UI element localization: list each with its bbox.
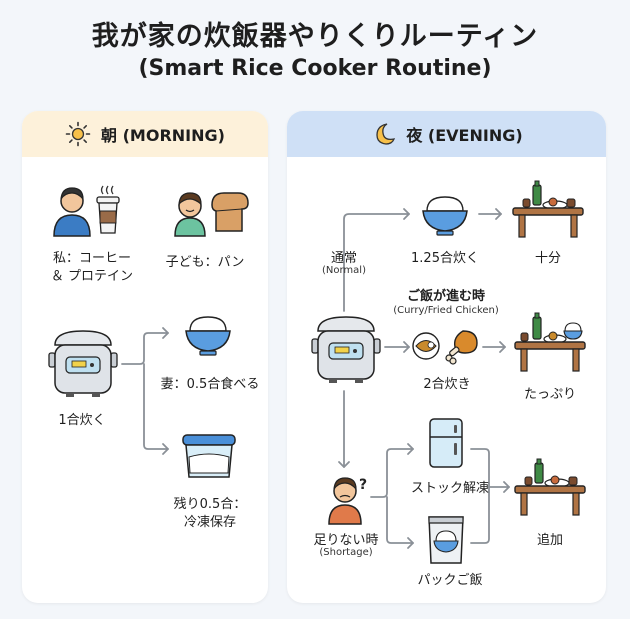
rice-cooker-evening-icon (311, 316, 381, 383)
rice-bowl-normal-icon (422, 196, 468, 236)
shortage-sub: (Shortage) (319, 547, 373, 558)
dinner-table-curry-icon (514, 312, 586, 372)
rice-pack-icon (428, 516, 464, 564)
morning-header: 朝 (MORNING) (22, 111, 268, 157)
evening-arrows (338, 208, 510, 549)
dinner-table-normal-icon (512, 180, 584, 238)
refrigerator-icon (429, 418, 463, 468)
shortage-label: 足りない時 (313, 533, 379, 548)
cook-label: 1合炊く (58, 413, 106, 428)
evening-header-label: 夜 (EVENING) (406, 126, 523, 145)
curry-result-label: たっぷり (523, 387, 576, 402)
moon-icon (376, 123, 396, 145)
normal-result-label: 十分 (534, 251, 561, 266)
svg-text:?: ? (359, 477, 367, 493)
normal-sub: (Normal) (322, 265, 366, 276)
fried-chicken-icon (445, 330, 478, 365)
wife-label: 妻：0.5合食べる (160, 377, 260, 392)
dinner-table-add-icon (514, 458, 586, 516)
morning-panel: 朝 (MORNING) 私：コーヒー ＆ プロテイン 子ども：パン (22, 111, 268, 603)
add-label: 追加 (536, 533, 563, 548)
adult-person-icon (53, 187, 91, 237)
stock-label: ストック解凍 (410, 481, 489, 496)
curry-plate-icon (412, 332, 440, 360)
leftover-label-2: 冷凍保存 (183, 515, 236, 530)
page-title: 我が家の炊飯器やりくりルーティン (91, 21, 539, 52)
child-person-icon (174, 192, 206, 237)
rice-cooker-icon (48, 330, 118, 397)
pack-label: パックご飯 (417, 573, 483, 588)
curry-sub: (Curry/Fried Chicken) (393, 305, 499, 316)
leftover-label: 残り0.5合： (173, 497, 247, 512)
me-label-2: ＆ プロテイン (50, 269, 134, 284)
normal-cook-label: 1.25合炊く (411, 251, 479, 266)
me-label: 私：コーヒー (52, 251, 131, 266)
sun-icon (65, 121, 91, 147)
coffee-cup-icon (96, 185, 120, 234)
bread-icon (211, 192, 249, 232)
morning-header-label: 朝 (MORNING) (101, 126, 225, 145)
worried-person-icon: ? (328, 477, 367, 525)
child-label: 子ども：パン (165, 255, 245, 270)
evening-header: 夜 (EVENING) (287, 111, 606, 157)
page-subtitle: (Smart Rice Cooker Routine) (138, 56, 492, 81)
evening-panel: 夜 (EVENING) 通常 (Normal) (287, 111, 606, 603)
rice-bowl-icon (185, 316, 231, 356)
normal-label: 通常 (330, 251, 357, 266)
morning-arrows (121, 327, 169, 455)
curry-cook-label: 2合炊き (423, 377, 471, 392)
curry-label: ご飯が進む時 (406, 289, 485, 304)
freezer-container-icon (182, 434, 236, 478)
